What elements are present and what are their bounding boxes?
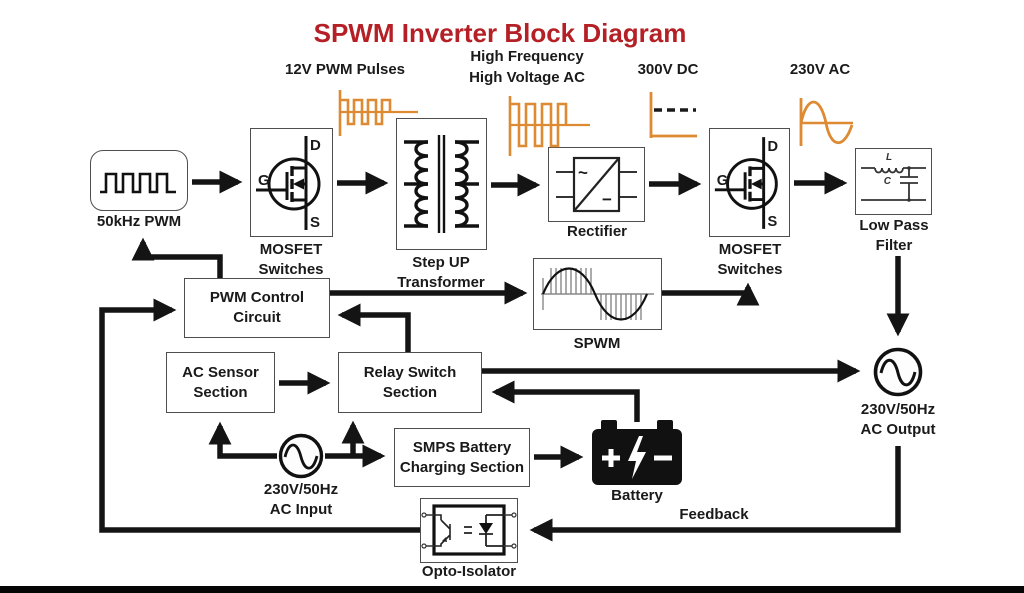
low-pass-filter-block	[855, 148, 932, 215]
pwm-pulses-icon	[338, 90, 418, 136]
lpf-capacitor-label: C	[884, 176, 892, 187]
arrow-spwm-to-mosfet2	[662, 282, 760, 306]
pwm-control-line2: Circuit	[233, 309, 281, 326]
smps-line1: SMPS Battery	[412, 438, 512, 456]
relay-switch-line1: Relay Switch	[363, 363, 457, 381]
smps-charging-block: SMPS Battery Charging Section	[394, 428, 530, 487]
relay-switch-block: Relay Switch Section	[338, 352, 482, 413]
bottom-letterbox-bar	[0, 586, 1024, 593]
square-wave-icon	[100, 172, 176, 194]
ac-sensor-line1: AC Sensor	[182, 363, 259, 381]
label-high-frequency: High Frequency	[470, 48, 584, 65]
transformer-caption-1: Step UP	[412, 254, 470, 271]
sine-wave-icon	[799, 98, 854, 146]
mosfet1-caption-1: MOSFET	[259, 241, 323, 258]
opto-isolator-caption: Opto-Isolator	[421, 563, 517, 580]
arrow-feedback-to-opto	[529, 446, 901, 542]
lc-filter-icon: L C	[861, 152, 926, 202]
opto-isolator-icon	[421, 504, 517, 556]
mosfet2-caption-1: MOSFET	[718, 241, 782, 258]
spwm-waveform-icon	[541, 267, 654, 321]
arrow-opto-to-pwmcontrol	[99, 298, 420, 533]
ac-source-icon	[278, 433, 324, 479]
transformer-symbol-icon	[404, 135, 479, 233]
pwm-control-line1: PWM Control	[209, 289, 305, 306]
smps-line2: Charging Section	[399, 458, 525, 476]
rectifier-symbol-icon: ~ −	[556, 156, 637, 213]
label-high-voltage-ac: High Voltage AC	[469, 69, 585, 86]
battery-icon	[592, 420, 682, 485]
page-title: SPWM Inverter Block Diagram	[313, 18, 687, 48]
ac-input-caption-2: AC Input	[269, 501, 333, 518]
ac-sensor-block: AC Sensor Section	[166, 352, 275, 413]
label-230v-ac: 230V AC	[789, 61, 851, 78]
ac-output-caption-1: 230V/50Hz	[860, 401, 936, 418]
label-300v-dc: 300V DC	[637, 61, 699, 78]
pwm-source-caption: 50kHz PWM	[96, 213, 182, 230]
lpf-inductor-label: L	[886, 152, 892, 163]
mosfet1-caption-2: Switches	[258, 261, 324, 278]
label-feedback: Feedback	[679, 506, 749, 523]
ac-output-caption-2: AC Output	[860, 421, 936, 438]
arrow-relay-to-pwmcontrol	[337, 303, 411, 352]
battery-caption: Battery	[611, 487, 663, 504]
label-12v-pwm-pulses: 12V PWM Pulses	[284, 61, 406, 78]
spwm-caption: SPWM	[573, 335, 621, 352]
rectifier-caption: Rectifier	[566, 223, 628, 240]
mosfet2-source-label: S	[768, 214, 778, 230]
arrow-battery-to-relay	[491, 380, 640, 422]
arrow-pwmcontrol-to-pwmsource	[131, 237, 223, 278]
mosfet2-gate-label: G	[717, 173, 728, 189]
relay-switch-line2: Section	[382, 383, 438, 401]
mosfet1-drain-label: D	[310, 137, 321, 154]
ac-sensor-line2: Section	[193, 383, 248, 401]
mosfet1-source-label: S	[310, 214, 320, 231]
mosfet2-caption-2: Switches	[717, 261, 783, 278]
rectifier-dc-symbol: −	[602, 190, 612, 209]
mosfet1-gate-label: G	[258, 172, 270, 189]
mosfet-symbol-icon: D S G	[256, 136, 321, 231]
mosfet2-drain-label: D	[768, 139, 779, 155]
lpf-caption-1: Low Pass	[859, 217, 929, 234]
hf-ac-pulses-icon	[508, 96, 590, 156]
transformer-caption-2: Transformer	[397, 274, 485, 291]
lpf-caption-2: Filter	[875, 237, 913, 254]
rectifier-ac-symbol: ~	[578, 163, 588, 182]
dc-level-icon	[649, 92, 697, 138]
ac-input-caption-1: 230V/50Hz	[263, 481, 339, 498]
arrow-acinput-to-acsensor	[208, 421, 277, 459]
ac-source-icon	[873, 347, 923, 397]
pwm-control-block: PWM Control Circuit	[184, 278, 330, 338]
mosfet-symbol-icon: D S G	[714, 137, 779, 230]
